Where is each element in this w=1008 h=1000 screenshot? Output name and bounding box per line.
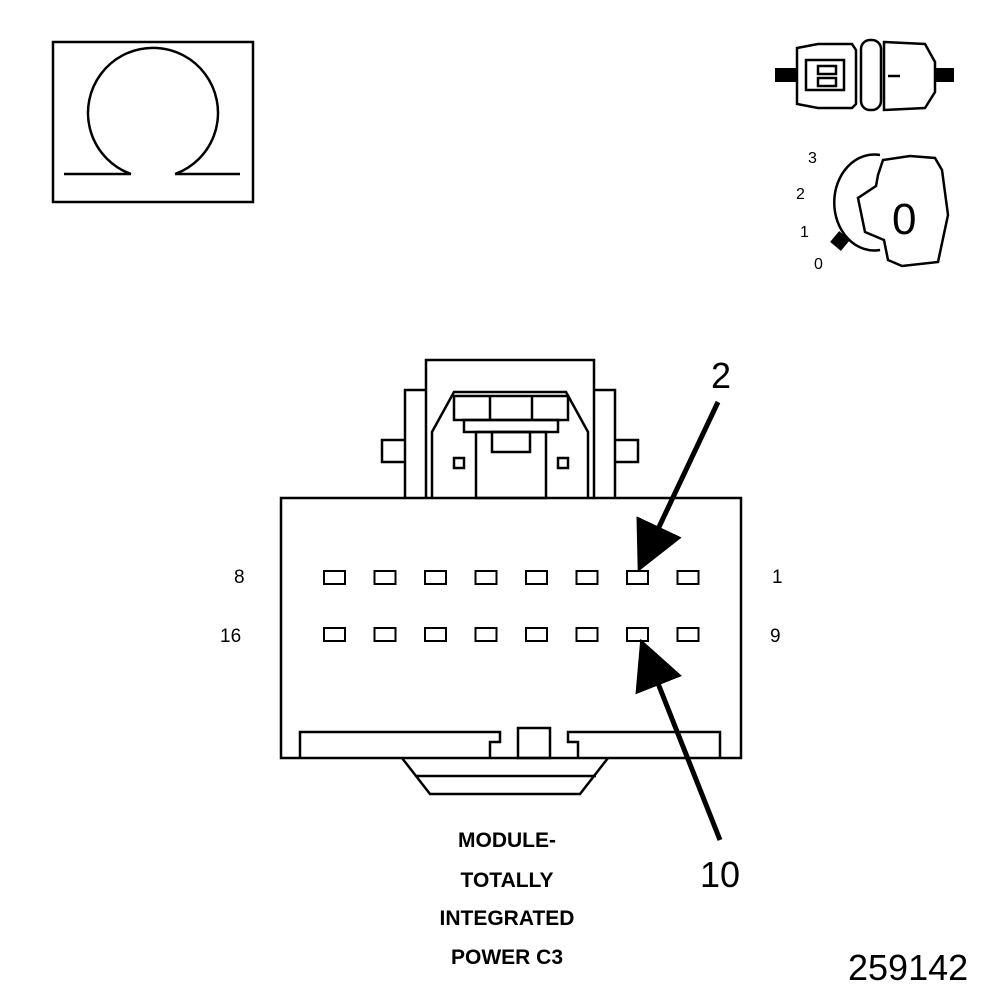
callout-pin-2: 2 [636,355,731,573]
ignition-position-2: 2 [796,186,805,203]
callout-label-10: 10 [700,854,740,895]
connector-disconnected-icon [775,38,954,112]
pin-cavity-11 [575,627,599,642]
caption-line-2: TOTALLY [461,869,554,892]
pin-cavity-9 [676,627,700,642]
pin-cavity-5 [474,570,498,585]
pin-cavity-4 [525,570,548,585]
pin-label-9: 9 [770,626,781,647]
ignition-position-0: 0 [814,256,823,273]
figure-id: 259142 [848,947,968,988]
pin-cavity-10 [626,627,649,642]
pin-cavity-15 [373,627,397,642]
caption-line-1: MODULE- [458,829,556,852]
callout-label-2: 2 [711,355,731,396]
ignition-key-label: 0 [892,195,916,244]
pin-cavity-14 [424,627,447,642]
pin-cavity-8 [323,570,346,585]
pin-cavity-12 [525,627,548,642]
pin-cavity-13 [474,627,498,642]
pin-cavities [323,570,700,642]
connector-body [279,496,743,796]
pin-label-8: 8 [234,567,245,588]
pin-label-16: 16 [220,626,241,647]
pin-cavity-7 [373,570,397,585]
ohm-symbol-icon [51,40,255,204]
ignition-position-1: 1 [800,224,809,241]
pin-cavity-16 [323,627,346,642]
caption-line-3: INTEGRATED [440,907,575,930]
ignition-position-3: 3 [808,150,817,167]
pin-cavity-1 [676,570,700,585]
ignition-key-off-icon: 3 2 1 0 0 [796,150,950,273]
connector-caption: MODULE- TOTALLY INTEGRATED POWER C3 [440,829,575,969]
pin-label-1: 1 [772,567,783,588]
callout-pin-10: 10 [635,638,740,895]
caption-line-4: POWER C3 [451,946,563,969]
pin-cavity-6 [424,570,447,585]
callout-arrow-2 [636,400,721,573]
callout-arrow-10 [635,638,723,841]
connector-latch [380,358,640,500]
pin-cavity-3 [575,570,599,585]
pin-cavity-2 [626,570,649,585]
